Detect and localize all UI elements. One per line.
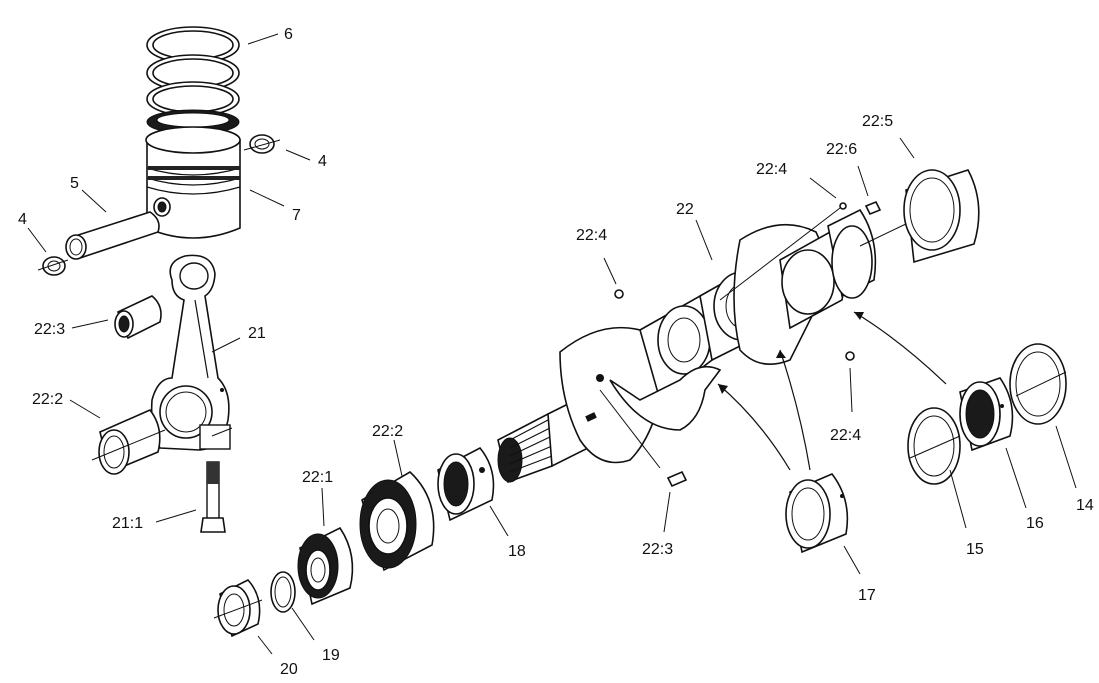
- label-connecting-rod: 21: [248, 325, 266, 342]
- circlip-right: [243, 134, 281, 154]
- label-front-bearing-sleeve: 18: [508, 543, 526, 560]
- main-bearing-center: [717, 349, 849, 554]
- ring-14: [1009, 343, 1067, 425]
- front-seal-ring: [213, 579, 263, 638]
- circlip-left: [37, 256, 69, 276]
- label-gear-large: 22:2: [372, 423, 403, 440]
- label-piston: 7: [292, 207, 301, 224]
- label-crank-key: 22:3: [642, 541, 673, 558]
- label-rear-bearing-sleeve: 22:5: [862, 113, 893, 130]
- label-circlip-right: 4: [318, 153, 327, 170]
- label-piston-rings: 6: [284, 26, 293, 43]
- label-plug-d: 22:4: [830, 427, 861, 444]
- front-bearing-sleeve: [437, 446, 495, 522]
- ring-15: [907, 407, 961, 485]
- leader-lines: [27, 33, 1077, 655]
- label-gear-small: 22:1: [302, 469, 333, 486]
- small-end-bushing: [114, 295, 162, 340]
- label-front-seal-ring: 20: [280, 661, 298, 678]
- rear-bearing-sleeve: [903, 169, 980, 264]
- label-thrust-ring: 19: [322, 647, 340, 664]
- crankshaft: [497, 207, 911, 484]
- bearing-16: [853, 311, 1014, 452]
- piston: [145, 126, 241, 239]
- rod-bolt: [200, 461, 226, 533]
- piston-pin: [65, 211, 160, 260]
- thrust-ring: [270, 571, 296, 613]
- plug-d: [845, 351, 855, 361]
- callout-labels: 6 4 5 4 7 22:3 21 22:2 21:1 22:1 22:2 18…: [18, 26, 1094, 678]
- label-rod-bolt: 21:1: [112, 515, 143, 532]
- label-ring-15: 15: [966, 541, 984, 558]
- rod-bearing: [91, 409, 166, 475]
- label-ring-14: 14: [1076, 497, 1094, 514]
- label-rod-bearing: 22:2: [32, 391, 63, 408]
- label-pin-c: 22:6: [826, 141, 857, 158]
- label-crankshaft: 22: [676, 201, 694, 218]
- label-small-end-bushing: 22:3: [34, 321, 65, 338]
- pin-c: [864, 200, 882, 216]
- label-circlip-left: 4: [18, 211, 27, 228]
- label-plug-b: 22:4: [756, 161, 787, 178]
- label-piston-pin: 5: [70, 175, 79, 192]
- label-bearing-16: 16: [1026, 515, 1044, 532]
- label-plug-a: 22:4: [576, 227, 607, 244]
- piston-rings: [146, 26, 240, 135]
- plug-b: [839, 202, 847, 210]
- crank-key: [666, 470, 688, 488]
- gear-large: [359, 471, 435, 572]
- connecting-rod: [150, 254, 233, 451]
- label-main-bearing-center: 17: [858, 587, 876, 604]
- plug-a: [614, 289, 624, 299]
- gear-small: [297, 526, 354, 606]
